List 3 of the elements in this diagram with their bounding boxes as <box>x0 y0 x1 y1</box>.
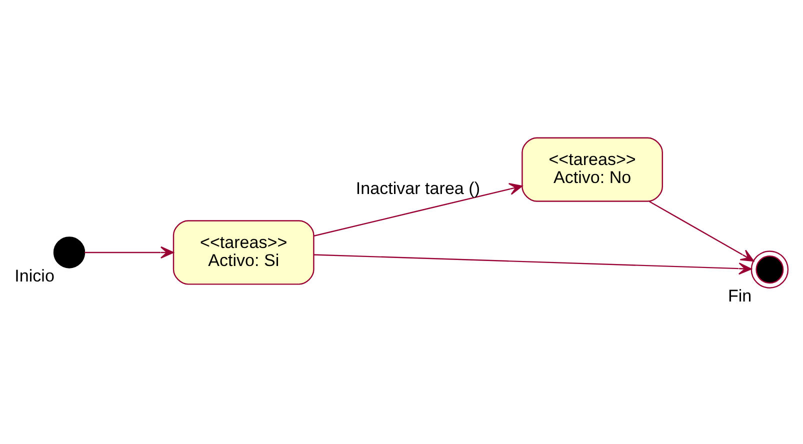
node-label: Fin <box>728 286 752 306</box>
edge-label: Inactivar tarea () <box>356 179 480 198</box>
node-label: Inicio <box>14 266 54 286</box>
